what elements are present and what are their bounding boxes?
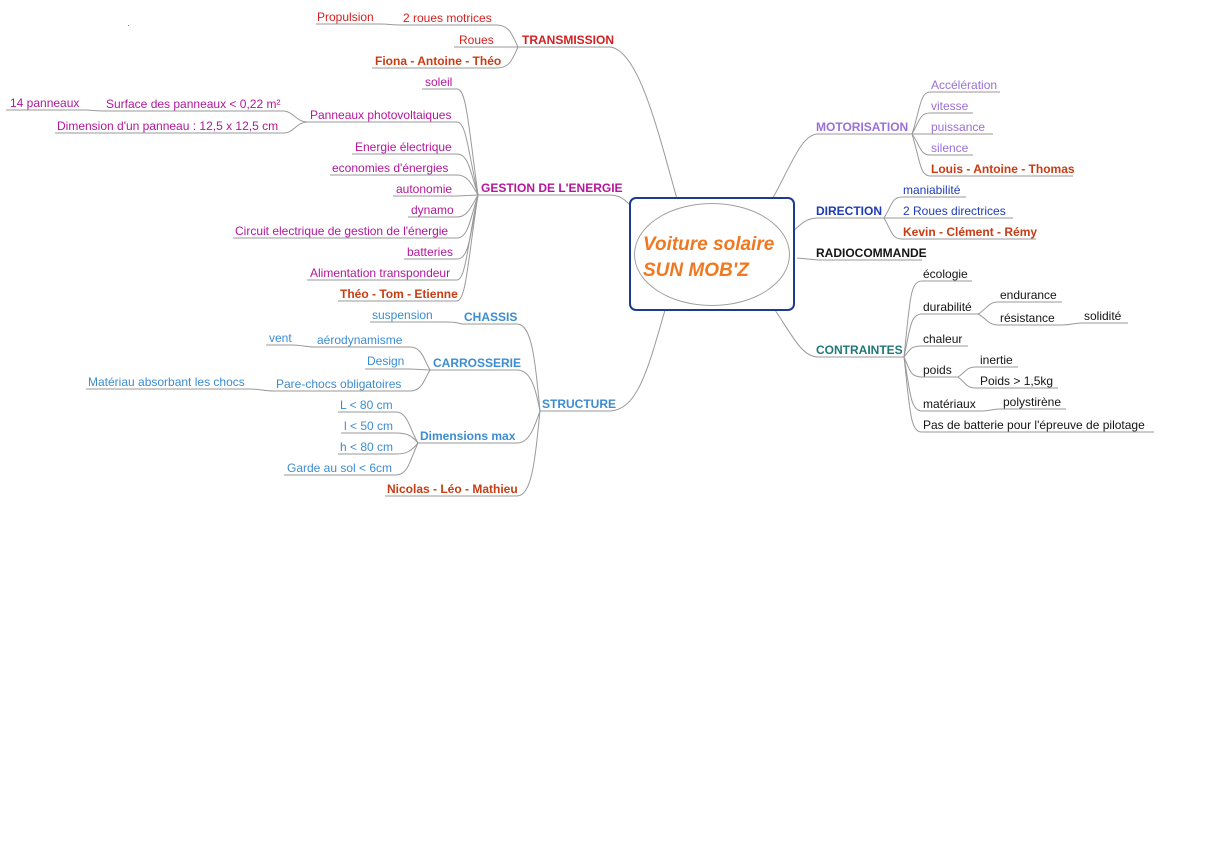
node-autonomie[interactable]: autonomie: [396, 182, 453, 196]
node-surface-panneaux[interactable]: Surface des panneaux < 0,22 m²: [106, 97, 281, 111]
node-materiau-absorbant[interactable]: Matériau absorbant les chocs: [88, 375, 245, 389]
node-puissance[interactable]: puissance: [931, 120, 986, 134]
node-vent[interactable]: vent: [269, 331, 292, 345]
node-batteries[interactable]: batteries: [407, 245, 454, 259]
node-durabilite[interactable]: durabilité: [923, 300, 972, 314]
team-direction[interactable]: Kevin - Clément - Rémy: [903, 225, 1038, 239]
branch-gestion-energie[interactable]: GESTION DE L'ENERGIE: [481, 181, 623, 195]
node-design[interactable]: Design: [367, 354, 405, 368]
branch-contraintes[interactable]: CONTRAINTES: [816, 343, 903, 357]
node-dynamo[interactable]: dynamo: [411, 203, 454, 217]
node-solidite[interactable]: solidité: [1084, 309, 1122, 323]
team-motorisation[interactable]: Louis - Antoine - Thomas: [931, 162, 1075, 176]
node-polystirene[interactable]: polystirène: [1003, 395, 1062, 409]
node-poids-min[interactable]: Poids > 1,5kg: [980, 374, 1054, 388]
team-transmission[interactable]: Fiona - Antoine - Théo: [375, 54, 502, 68]
node-maniabilite[interactable]: maniabilité: [903, 183, 961, 197]
central-title-line1: Voiture solaire: [643, 234, 775, 255]
node-circuit-electrique[interactable]: Circuit electrique de gestion de l'énerg…: [235, 224, 449, 238]
node-endurance[interactable]: endurance: [1000, 288, 1057, 302]
node-chaleur[interactable]: chaleur: [923, 332, 963, 346]
node-ecologie[interactable]: écologie: [923, 267, 968, 281]
node-pare-chocs[interactable]: Pare-chocs obligatoires: [276, 377, 402, 391]
central-topic-ellipse: [634, 203, 790, 306]
node-dimension-panneau[interactable]: Dimension d'un panneau : 12,5 x 12,5 cm: [57, 119, 279, 133]
node-roues[interactable]: Roues: [459, 33, 494, 47]
central-title-line2: SUN MOB'Z: [643, 260, 749, 281]
branch-structure[interactable]: STRUCTURE: [542, 397, 616, 411]
branch-motorisation[interactable]: MOTORISATION: [816, 120, 909, 134]
node-2-roues-directrices[interactable]: 2 Roues directrices: [903, 204, 1006, 218]
node-soleil[interactable]: soleil: [425, 75, 453, 89]
node-poids[interactable]: poids: [923, 363, 952, 377]
node-energie-electrique[interactable]: Energie électrique: [355, 140, 452, 154]
node-longueur[interactable]: L < 80 cm: [340, 398, 393, 412]
node-vitesse[interactable]: vitesse: [931, 99, 969, 113]
node-2-roues-motrices[interactable]: 2 roues motrices: [403, 11, 492, 25]
node-largeur[interactable]: l < 50 cm: [344, 419, 394, 433]
branch-direction[interactable]: DIRECTION: [816, 204, 882, 218]
node-garde-au-sol[interactable]: Garde au sol < 6cm: [287, 461, 393, 475]
node-silence[interactable]: silence: [931, 141, 969, 155]
node-suspension[interactable]: suspension: [372, 308, 433, 322]
node-panneaux-photovoltaiques[interactable]: Panneaux photovoltaiques: [310, 108, 452, 122]
central-topic-title: Voiture solaire SUN MOB'Z: [643, 232, 774, 284]
node-hauteur[interactable]: h < 80 cm: [340, 440, 394, 454]
node-pas-de-batterie[interactable]: Pas de batterie pour l'épreuve de pilota…: [923, 418, 1145, 432]
branch-transmission[interactable]: TRANSMISSION: [522, 33, 615, 47]
node-chassis[interactable]: CHASSIS: [464, 310, 518, 324]
node-aerodynamisme[interactable]: aérodynamisme: [317, 333, 403, 347]
node-alimentation-transpondeur[interactable]: Alimentation transpondeur: [310, 266, 451, 280]
node-economies-energies[interactable]: economies d'énergies: [332, 161, 449, 175]
node-14-panneaux[interactable]: 14 panneaux: [10, 96, 80, 110]
team-gestion-energie[interactable]: Théo - Tom - Etienne: [340, 287, 458, 301]
node-acceleration[interactable]: Accélération: [931, 78, 998, 92]
team-structure[interactable]: Nicolas - Léo - Mathieu: [387, 482, 518, 496]
branch-radiocommande[interactable]: RADIOCOMMANDE: [816, 246, 927, 260]
node-resistance[interactable]: résistance: [1000, 311, 1055, 325]
node-dimensions-max[interactable]: Dimensions max: [420, 429, 516, 443]
node-propulsion[interactable]: Propulsion: [317, 10, 374, 24]
node-carrosserie[interactable]: CARROSSERIE: [433, 356, 522, 370]
node-materiaux[interactable]: matériaux: [923, 397, 976, 411]
stray-dot: [128, 25, 129, 26]
node-inertie[interactable]: inertie: [980, 353, 1013, 367]
